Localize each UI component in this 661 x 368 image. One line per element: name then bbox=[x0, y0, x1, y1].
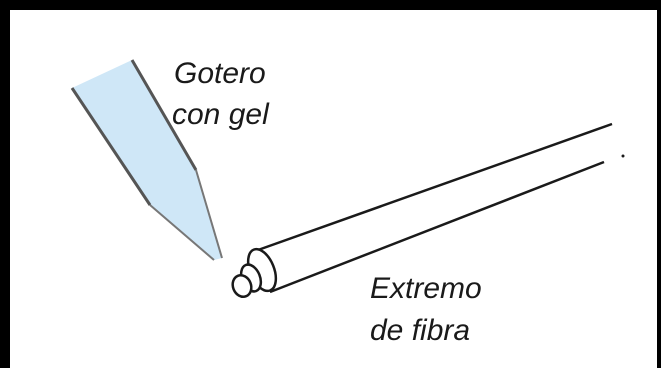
dropper-label-line2: con gel bbox=[172, 98, 270, 131]
fiber-jacket-bottom-line bbox=[269, 160, 605, 294]
fiber-label-line2: de fibra bbox=[370, 314, 470, 347]
fiber-core-end bbox=[231, 274, 253, 298]
dropper-tip-right-edge bbox=[195, 169, 223, 259]
dropper-right-edge bbox=[130, 59, 198, 171]
fiber-label-line1: Extremo bbox=[370, 272, 482, 305]
gel-dropper-icon bbox=[70, 59, 223, 261]
dropper-tip-left-edge bbox=[149, 204, 215, 261]
dropper-body bbox=[72, 60, 222, 260]
dropper-left-edge bbox=[70, 87, 152, 206]
dropper-label-line1: Gotero bbox=[174, 57, 266, 90]
fiber-optic-cable-icon bbox=[231, 122, 625, 298]
fiber-jacket-break-dot bbox=[621, 154, 625, 158]
fiber-jacket-top-line bbox=[257, 122, 613, 252]
